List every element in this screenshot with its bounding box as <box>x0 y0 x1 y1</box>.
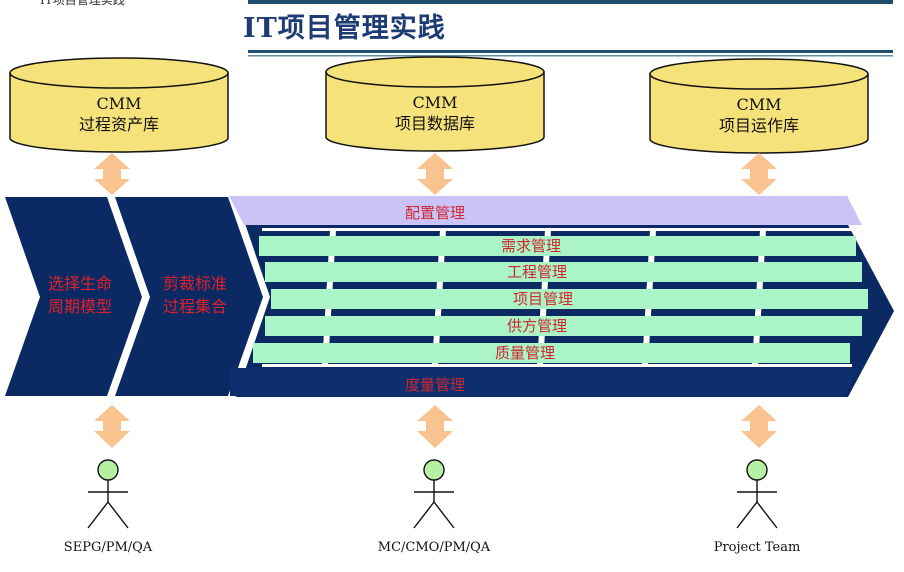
metrics-band <box>230 368 858 396</box>
database-label-1: CMM 过程资产库 <box>10 93 228 135</box>
bar-project <box>271 289 868 309</box>
chevron-1-line1: 选择生命 <box>47 274 112 293</box>
database-3-line1: CMM <box>736 95 782 114</box>
arrow-bottom-2 <box>417 405 453 448</box>
database-cylinder-2 <box>325 56 545 152</box>
double-arrows-bottom <box>94 405 777 448</box>
database-3-line2: 项目运作库 <box>718 116 799 135</box>
chevron-lifecycle <box>5 197 142 396</box>
database-label-3: CMM 项目运作库 <box>650 94 868 136</box>
database-1-line1: CMM <box>96 94 142 113</box>
bar-engineering <box>265 262 862 282</box>
double-arrows-top <box>94 153 777 195</box>
chevron-label-lifecycle: 选择生命 周期模型 <box>35 272 125 318</box>
header-rules <box>248 0 893 57</box>
arrow-bottom-3 <box>741 405 777 448</box>
bar-label-supplier: 供方管理 <box>506 317 567 335</box>
database-2-line2: 项目数据库 <box>394 114 475 133</box>
database-cylinder-3 <box>649 58 869 154</box>
bar-label-engineering: 工程管理 <box>506 263 567 281</box>
actor-figure-3 <box>736 459 778 529</box>
chevron-2-line2: 过程集合 <box>162 297 227 316</box>
page-title: IT项目管理实践 <box>243 13 446 44</box>
metrics-band-label: 度量管理 <box>404 376 465 394</box>
database-cylinder-1 <box>9 57 229 153</box>
bar-label-quality: 质量管理 <box>494 344 555 362</box>
role-label-1: SEPG/PM/QA <box>63 540 153 555</box>
arrow-top-1 <box>94 153 130 195</box>
corner-caption: IT项目管理实践 <box>40 0 125 7</box>
chevron-1-line2: 周期模型 <box>47 297 112 316</box>
actor-figure-1 <box>87 459 129 529</box>
bar-supplier <box>265 316 862 336</box>
arrow-bottom-1 <box>94 405 130 448</box>
arrow-top-3 <box>741 153 777 195</box>
arrow-top-2 <box>417 153 453 195</box>
actor-figure-2 <box>413 459 455 529</box>
bar-label-requirements: 需求管理 <box>500 237 561 255</box>
chevron-2-line1: 剪裁标准 <box>162 274 227 293</box>
config-band <box>229 196 862 225</box>
chevron-tailoring <box>115 197 263 396</box>
bar-quality <box>253 343 850 363</box>
bar-requirements <box>259 236 856 256</box>
config-band-label: 配置管理 <box>404 204 465 222</box>
database-2-line1: CMM <box>412 93 458 112</box>
database-1-line2: 过程资产库 <box>78 115 159 134</box>
role-label-3: Project Team <box>713 540 801 555</box>
role-label-2: MC/CMO/PM/QA <box>377 540 491 555</box>
database-label-2: CMM 项目数据库 <box>326 92 544 134</box>
chevron-label-tailoring: 剪裁标准 过程集合 <box>150 272 240 318</box>
process-bars <box>253 236 868 363</box>
bar-label-project: 项目管理 <box>512 290 573 308</box>
